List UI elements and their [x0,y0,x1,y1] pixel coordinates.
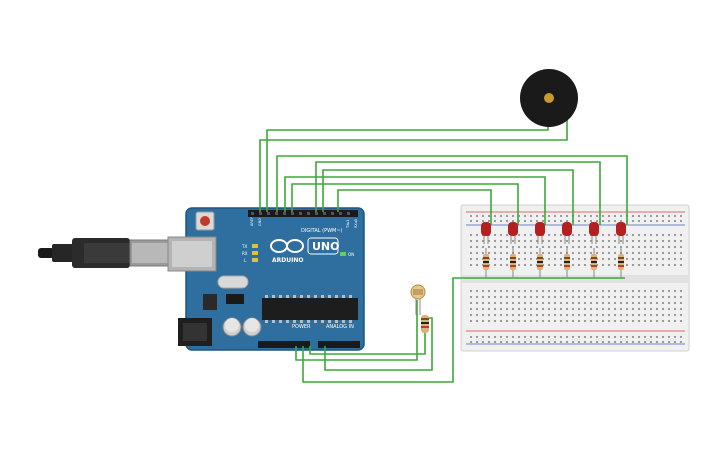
led-1[interactable] [481,222,491,244]
led-6[interactable] [616,222,626,244]
wire-ldr-a0 [324,317,433,371]
led-5[interactable] [589,222,599,244]
tx-label: TX [241,244,247,249]
on-label: ON [348,252,354,257]
analog-header-label: ANALOG IN [326,324,354,330]
wire-ldr-5v [295,300,418,361]
brand-label: ARDUINO [272,257,303,264]
wires [259,118,628,383]
wire-led-2 [315,161,601,225]
wire-ldr-gnd [309,332,426,355]
rx-label: RX [242,251,248,256]
wire-led-5 [291,183,519,225]
digital-header-label: DIGITAL (PWM~) [301,228,343,234]
resistor-3[interactable] [537,248,543,278]
resistor-4[interactable] [564,248,570,278]
arduino-uno-board[interactable]: ARDUINO UNO DIGITAL (PWM~) POWER ANALOG … [167,207,365,351]
led-4[interactable] [562,222,572,244]
resistor-1[interactable] [483,248,489,278]
wire-gnd-rail [302,277,625,383]
resistor-6[interactable] [618,248,624,278]
photoresistor[interactable] [410,284,426,315]
usb-cable[interactable] [38,238,171,268]
wire-buzzer [259,120,568,212]
l-label: L [244,258,247,263]
rx-pin-label: RX◂0 [354,219,358,228]
wire-led-3 [322,169,574,225]
piezo-buzzer[interactable] [520,69,578,127]
wire-led-4 [284,176,546,225]
resistor-group [483,248,624,278]
wire-led-6 [337,189,492,225]
ldr-resistor[interactable] [421,315,429,333]
led-3[interactable] [535,222,545,244]
aref-label: AREF [250,217,254,226]
wire-led-1 [276,155,628,225]
tx-pin-label: TX▸1 [346,219,350,229]
arduino-logo-icon [270,239,304,253]
gnd-label: GND [258,218,262,226]
resistor-2[interactable] [510,248,516,278]
model-label: UNO [312,240,340,253]
led-2[interactable] [508,222,518,244]
wire-buzzer-2 [266,118,549,212]
power-header-label: POWER [292,324,311,330]
resistor-5[interactable] [591,248,597,278]
led-group [481,222,626,244]
